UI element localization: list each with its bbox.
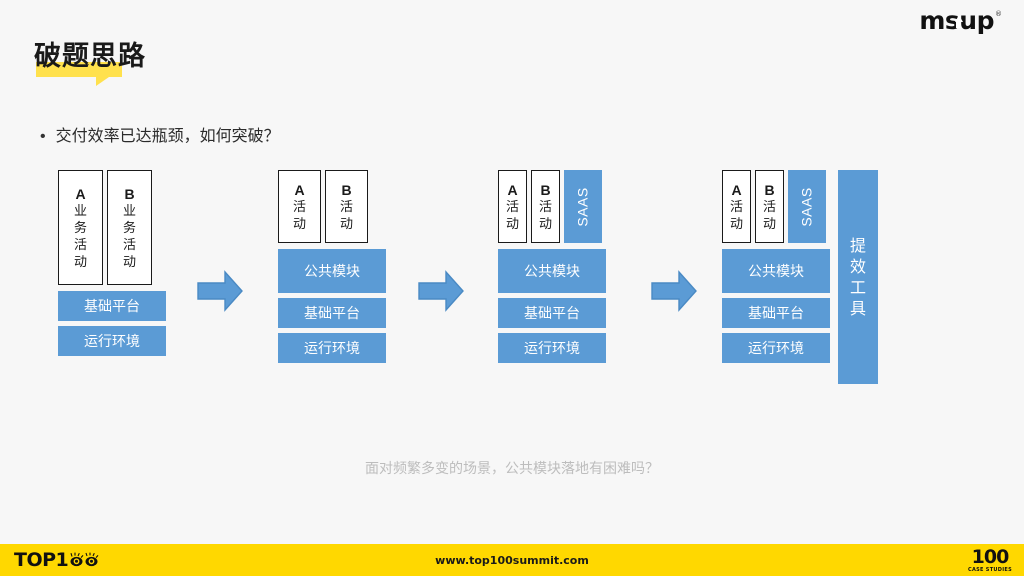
activity-char: B	[124, 185, 135, 202]
saas-label: SAAS	[799, 186, 816, 227]
bullet-point: • 交付效率已达瓶颈，如何突破？	[40, 125, 280, 148]
activity-char: 活	[505, 199, 519, 215]
layer-box: 运行环境	[278, 333, 386, 363]
activity-char: 活	[339, 199, 353, 215]
platform-layer-stack: 公共模块基础平台运行环境	[498, 249, 606, 363]
activity-char: 活	[73, 237, 87, 253]
activity-char: B	[540, 181, 551, 198]
activity-char: 动	[762, 216, 776, 232]
right-arrow-icon	[650, 270, 698, 312]
activity-char: 动	[505, 216, 519, 232]
activity-char: 活	[122, 237, 136, 253]
platform-layer-stack: 公共模块基础平台运行环境	[278, 249, 386, 363]
layer-box: 基础平台	[722, 298, 830, 328]
layer-box: 基础平台	[498, 298, 606, 328]
activity-char: 动	[538, 216, 552, 232]
page-title-text: 破题思路	[34, 41, 146, 72]
layer-box: 运行环境	[722, 333, 830, 363]
layer-box: 基础平台	[278, 298, 386, 328]
tool-char: 效	[849, 257, 866, 276]
activity-char: A	[294, 181, 305, 198]
activity-char: 动	[122, 254, 136, 270]
registered-trademark-icon: ®	[995, 10, 1002, 18]
activity-char: 活	[538, 199, 552, 215]
footer-bar: TOP1	[0, 544, 1024, 576]
case-studies-number: 100	[971, 545, 1010, 568]
activity-char: 活	[762, 199, 776, 215]
activity-char: 动	[73, 254, 87, 270]
activity-char: 业	[73, 203, 87, 219]
platform-layer-stack: 基础平台运行环境	[58, 291, 166, 356]
case-studies-logo: 100 CASE STUDIES	[968, 545, 1012, 573]
efficiency-tool-box: 提效工具	[838, 170, 878, 384]
activity-char: B	[764, 181, 775, 198]
saas-box: SAAS	[788, 170, 826, 243]
activity-char: B	[341, 181, 352, 198]
layer-box: 公共模块	[498, 249, 606, 293]
activity-char: 动	[292, 216, 306, 232]
activity-char: 活	[729, 199, 743, 215]
activity-char: 务	[73, 220, 87, 236]
footer-url[interactable]: www.top100summit.com	[435, 553, 589, 567]
activity-char: A	[731, 181, 742, 198]
right-arrow-icon	[417, 270, 465, 312]
layer-box: 公共模块	[722, 249, 830, 293]
case-studies-caption: CASE STUDIES	[968, 566, 1012, 573]
activity-char: 活	[292, 199, 306, 215]
activity-char: A	[507, 181, 518, 198]
platform-layer-stack: 公共模块基础平台运行环境	[722, 249, 830, 363]
layer-box: 运行环境	[58, 326, 166, 356]
msup-logo: msup ®	[919, 8, 1002, 38]
saas-box: SAAS	[564, 170, 602, 243]
activity-char: 业	[122, 203, 136, 219]
msup-up-arrow-icon	[954, 15, 963, 28]
owl-eyes-icon	[70, 552, 100, 567]
bullet-marker-icon: •	[40, 128, 46, 145]
page-title: 破题思路	[34, 40, 146, 86]
top1-logo: TOP1	[14, 549, 100, 571]
activity-char: 务	[122, 220, 136, 236]
tool-char: 工	[849, 278, 866, 297]
tool-char: 提	[849, 236, 866, 255]
tool-char: 具	[849, 299, 866, 318]
layer-box: 运行环境	[498, 333, 606, 363]
layer-box: 公共模块	[278, 249, 386, 293]
saas-label: SAAS	[575, 186, 592, 227]
top1-logo-text: TOP1	[14, 549, 69, 571]
activity-char: A	[75, 185, 86, 202]
layer-box: 基础平台	[58, 291, 166, 321]
bullet-text: 交付效率已达瓶颈，如何突破？	[55, 126, 280, 145]
activity-char: 动	[729, 216, 743, 232]
diagram-caption: 面对频繁多变的场景，公共模块落地有困难吗？	[365, 461, 659, 477]
activity-char: 动	[339, 216, 353, 232]
title-highlight-banner	[36, 62, 122, 86]
right-arrow-icon	[196, 270, 244, 312]
